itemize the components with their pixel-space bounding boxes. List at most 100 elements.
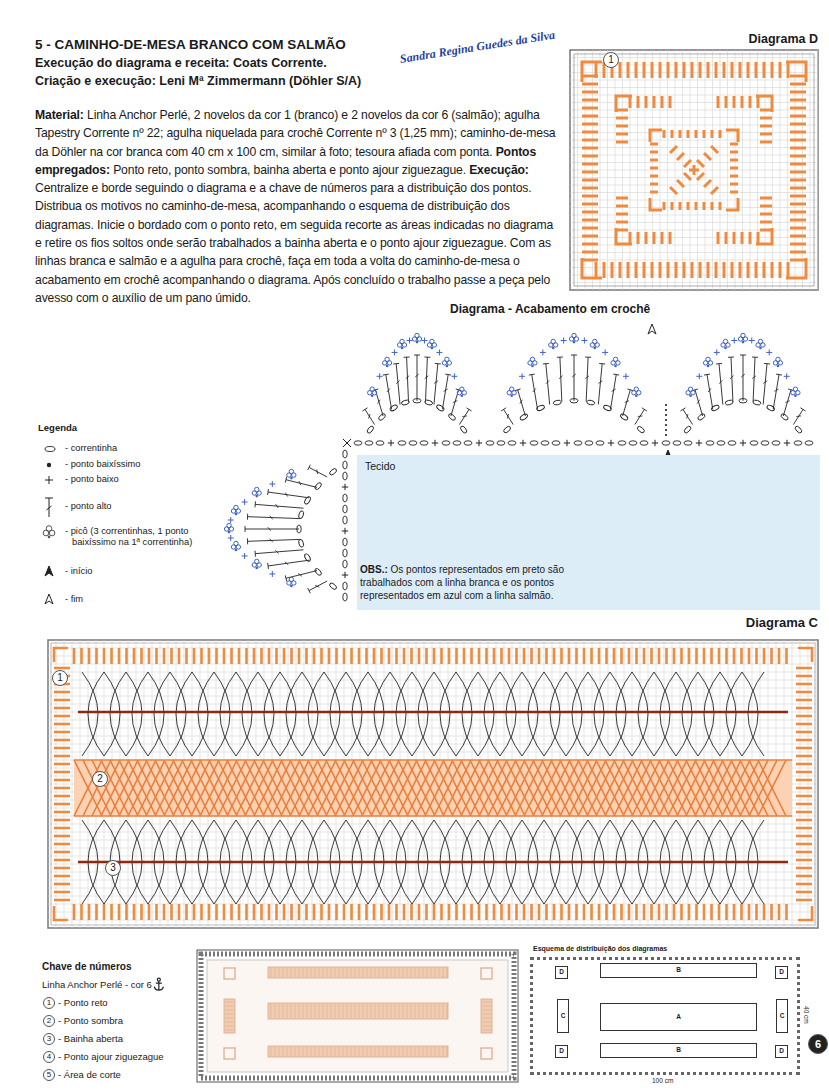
picot-loop (551, 339, 555, 343)
double-crochet-top (445, 374, 451, 376)
straight-stitch (616, 229, 628, 232)
band-stripe (299, 1047, 300, 1056)
band-stripe (482, 1006, 491, 1007)
straight-stitch (582, 235, 598, 238)
grid-line (48, 736, 818, 737)
thread-bundle (550, 672, 566, 756)
thread-bundle (594, 672, 610, 756)
straight-stitch (470, 904, 473, 920)
straight-stitch (148, 648, 151, 664)
double-crochet (731, 357, 733, 402)
layout-scheme: DBDCACDBDEsquema de distribuição dos dia… (530, 957, 800, 1075)
band-stripe (351, 968, 352, 977)
number-text: 3 (47, 1035, 51, 1043)
chain-stitch (673, 441, 681, 445)
straight-stitch (796, 707, 812, 710)
straight-stitch (358, 904, 361, 920)
band-stripe (391, 1004, 392, 1018)
single-crochet (608, 440, 614, 446)
picot-loop (793, 387, 797, 391)
thread-bundle (176, 672, 192, 756)
straight-stitch (283, 648, 286, 664)
picot (397, 339, 406, 349)
straight-stitch (582, 227, 598, 230)
straight-stitch (663, 130, 666, 138)
double-crochet (707, 375, 713, 410)
straight-stitch (582, 155, 598, 158)
picot-slip-stitch (228, 531, 231, 534)
double-crochet-top (680, 408, 685, 411)
double-crochet-slash (396, 380, 399, 383)
double-crochet-top (557, 357, 563, 358)
straight-stitch (598, 648, 601, 664)
grid-line (570, 102, 818, 103)
grid-line (48, 672, 818, 673)
double-crochet (783, 390, 791, 416)
straight-stitch (671, 202, 674, 210)
straight-stitch (320, 648, 323, 664)
body-text: Centralize e borde seguindo o diagrama e… (35, 181, 553, 305)
grid-line (570, 222, 818, 223)
band-stripe (225, 1010, 234, 1011)
band-stripe (482, 1030, 491, 1031)
picot (738, 333, 747, 343)
band-stripe (423, 1047, 424, 1056)
straight-stitch (238, 904, 241, 920)
double-crochet (309, 467, 327, 477)
straight-stitch (749, 232, 752, 244)
band-stripe (355, 1004, 356, 1018)
band-stripe (327, 1047, 328, 1056)
double-crochet-top (776, 374, 782, 376)
straight-stitch (185, 904, 188, 920)
double-crochet (248, 539, 301, 541)
picot-loop (289, 577, 293, 581)
double-crochet (248, 517, 301, 519)
picot (686, 387, 695, 397)
chain-stitch (706, 441, 714, 445)
embroidered-band (268, 1046, 448, 1057)
shadow-edge (74, 759, 792, 760)
straight-stitch (365, 648, 368, 664)
diagram-panel: 123Diagrama C (48, 640, 818, 928)
grid-line (48, 752, 818, 753)
single-crochet (652, 440, 658, 446)
band-stripe (351, 1004, 352, 1018)
box-letter: D (559, 969, 564, 976)
picot-loop (706, 357, 710, 361)
picot (252, 487, 261, 497)
corner-stitch (582, 258, 602, 278)
straight-stitch (707, 262, 710, 278)
straight-stitch (328, 904, 331, 920)
band-stripe (375, 1047, 376, 1056)
number-text: 1 (57, 673, 63, 683)
box-letter: C (561, 1013, 566, 1020)
straight-stitch (582, 243, 598, 246)
double-crochet-top (267, 563, 269, 569)
straight-stitch (697, 160, 704, 167)
straight-stitch (725, 904, 728, 920)
chain-stitch (596, 441, 604, 445)
straight-stitch (118, 904, 121, 920)
picot (427, 339, 436, 349)
straight-stitch (260, 648, 263, 664)
grid-lines (48, 640, 818, 928)
double-crochet-slash (316, 469, 318, 474)
straight-stitch (693, 165, 696, 175)
picot (231, 505, 240, 515)
band-stripe (399, 968, 400, 977)
straight-stitch (770, 648, 773, 664)
band-stripe (387, 1047, 388, 1056)
single-crochet (696, 440, 702, 446)
page-title: 5 - CAMINHO-DE-MESA BRANCO COM SALMÃO (35, 37, 346, 53)
picot-slip-stitch (371, 394, 374, 397)
band-stripe (482, 1010, 491, 1011)
band-stripe (303, 968, 304, 977)
straight-stitch (140, 648, 143, 664)
double-crochet (683, 409, 693, 424)
end-arrow (648, 324, 656, 334)
band-stripe (411, 1047, 412, 1056)
picot (412, 333, 421, 343)
straight-stitch (725, 648, 728, 664)
double-crochet-top (255, 551, 256, 557)
